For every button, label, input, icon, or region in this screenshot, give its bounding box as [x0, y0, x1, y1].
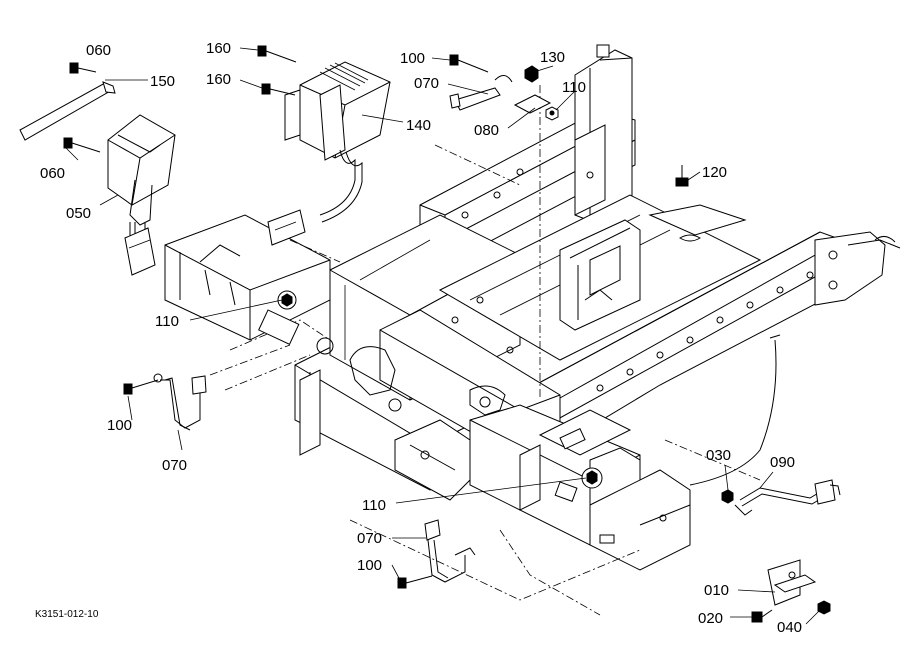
relay-050: [107, 114, 176, 276]
callout-110-left: 110: [155, 313, 179, 330]
callout-020: 020: [698, 610, 723, 627]
leader-lines: [65, 47, 821, 625]
callout-070-top: 070: [414, 75, 439, 92]
callout-030: 030: [706, 447, 731, 464]
bolt-060-top: [69, 62, 97, 74]
callout-060-lower: 060: [40, 165, 65, 182]
switch-070-left: [153, 373, 207, 431]
switch-090: [734, 479, 841, 516]
nut-110-left: [258, 290, 334, 355]
nut-030: [721, 489, 734, 504]
bolt-060-lower: [63, 137, 101, 153]
callout-100-left: 100: [107, 417, 132, 434]
bolt-100-left: [123, 379, 159, 395]
nut-130: [524, 65, 539, 83]
bolt-160-top: [257, 45, 297, 63]
callout-140: 140: [406, 117, 431, 134]
switch-070-top: [449, 75, 513, 111]
callout-110-center: 110: [362, 497, 386, 514]
callout-160-lower: 160: [206, 71, 231, 88]
bolt-160-lower: [261, 83, 296, 96]
bolt-100-top: [449, 54, 489, 73]
controller-140: [267, 61, 391, 246]
bolt-020: [751, 609, 773, 623]
callout-100-top: 100: [400, 50, 425, 67]
callout-080: 080: [474, 122, 499, 139]
callout-150: 150: [150, 73, 175, 90]
callout-070-bottom: 070: [357, 530, 382, 547]
callout-120: 120: [702, 164, 727, 181]
switch-070-bottom: [424, 519, 476, 583]
bolt-100-bottom: [397, 575, 433, 589]
nut-040: [817, 600, 831, 615]
bracket-010: [767, 559, 817, 606]
nut-110-top: [545, 106, 559, 121]
callout-110-top: 110: [562, 79, 586, 96]
callout-labels: 060 150 060 050 160 160 140 100 130 070 …: [35, 40, 802, 636]
callout-010: 010: [704, 582, 729, 599]
callout-060-top: 060: [86, 42, 111, 59]
nut-110-center: [554, 467, 603, 502]
callout-070-left: 070: [162, 457, 187, 474]
figure-code: K3151-012-10: [35, 609, 99, 620]
callout-160-top: 160: [206, 40, 231, 57]
callout-100-bottom: 100: [357, 557, 382, 574]
bolts: [63, 45, 831, 623]
main-frame: [164, 44, 901, 616]
plate-080: [513, 94, 552, 114]
callout-130: 130: [540, 49, 565, 66]
callout-040: 040: [777, 619, 802, 636]
callout-090: 090: [770, 454, 795, 471]
strap-150: [19, 81, 116, 141]
bolt-120: [675, 165, 689, 187]
callout-050: 050: [66, 205, 91, 222]
